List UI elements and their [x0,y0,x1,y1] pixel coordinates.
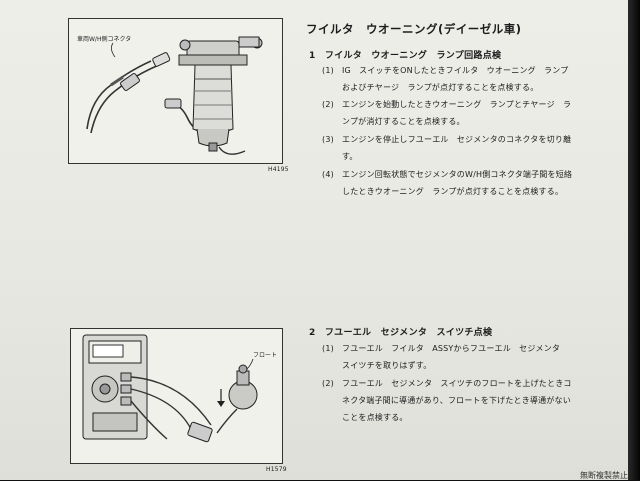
item-line: エンジンを停止しフユーエル セジメンタのコネクタを切り離 [342,135,572,144]
item-number: (4) [322,170,334,179]
item-line: す。 [342,152,358,161]
section-1-item-4: (4) エンジン回転状態でセジメンタのW/H側コネクタ端子間を短絡したときウオー… [322,166,622,200]
item-line: スイツチを取りはずす。 [342,361,432,370]
item-line: ンプが消灯することを点検する。 [342,117,465,126]
sedimenter-switch-drawing: フロート [82,334,277,443]
section-2-item-1: (1) フユーエル フイルタ ASSYからフユーエル セジメンタスイツチを取りは… [322,340,622,374]
item-number: (2) [322,379,334,388]
item-line: エンジンを始動したときウオーニング ランプとチヤージ ラ [342,100,572,109]
item-line: エンジン回転状態でセジメンタのW/H側コネクタ端子間を短絡 [342,170,573,179]
section-2-heading: 2 フユーエル セジメンタ スイツチ点検 [309,328,493,338]
copyright-notice: 無断複製禁止 [580,471,628,480]
fuel-filter-drawing: 車両W/H側コネクタ [77,35,263,155]
connector-callout: 車両W/H側コネクタ [77,35,131,43]
item-line: IG スイッチをONしたときフイルタ ウオーニング ランプ [342,66,569,75]
item-line: ことを点検する。 [342,413,408,422]
item-line: フユーエル セジメンタ スイツチのフロートを上げたときコ [342,379,572,388]
item-line: ネクタ端子間に導通があり、フロートを下げたとき導通がない [342,396,571,405]
section-1-item-1: (1) IG スイッチをONしたときフイルタ ウオーニング ランプおよびチヤージ… [322,62,622,96]
item-line: フユーエル フイルタ ASSYからフユーエル セジメンタ [342,344,561,353]
section-1-heading: 1 フイルタ ウオーニング ランプ回路点検 [309,51,502,61]
section-2-item-2: (2) フユーエル セジメンタ スイツチのフロートを上げたときコネクタ端子間に導… [322,375,622,427]
screen-edge [628,0,640,480]
item-number: (1) [322,66,334,75]
item-number: (2) [322,100,334,109]
item-line: したときウオーニング ランプが点灯することを点検する。 [342,187,564,196]
item-number: (3) [322,135,334,144]
figure-code-1: H4195 [268,166,289,173]
manual-page: 車両W/H側コネクタ H419 [0,0,628,480]
page-title: フイルタ ウオーニング(デイーゼル車) [306,22,522,36]
item-number: (1) [322,344,334,353]
fuel-filter-illustration: 車両W/H側コネクタ [68,18,283,164]
figure-code-2: H1579 [266,466,287,473]
section-1-item-3: (3) エンジンを停止しフユーエル セジメンタのコネクタを切り離す。 [322,131,622,165]
sedimenter-switch-illustration: フロート [70,328,283,464]
float-callout: フロート [253,352,277,359]
section-1-item-2: (2) エンジンを始動したときウオーニング ランプとチヤージ ランプが消灯するこ… [322,96,622,130]
item-line: およびチヤージ ランプが点灯することを点検する。 [342,83,539,92]
